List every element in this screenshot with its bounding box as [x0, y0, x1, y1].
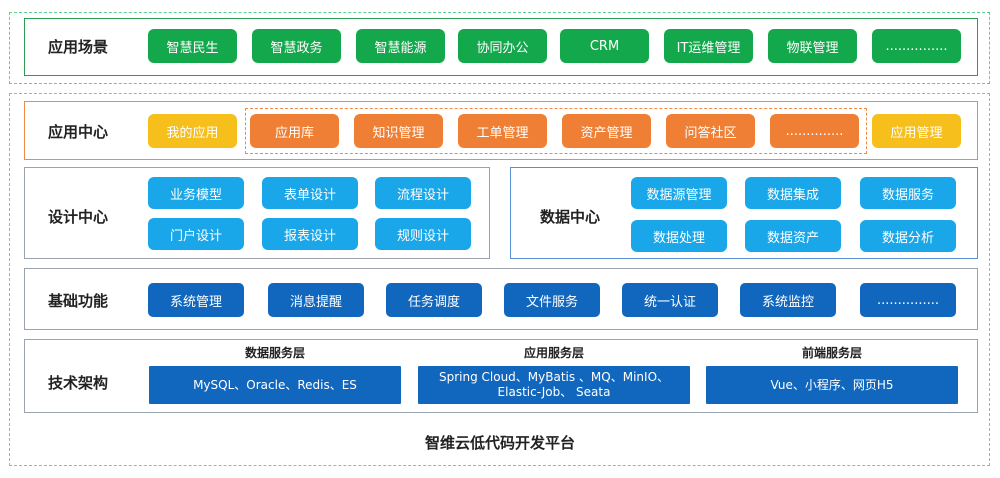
scenario-smart-energy[interactable]: 智慧能源: [356, 29, 445, 63]
rule-design-button[interactable]: 规则设计: [375, 218, 471, 250]
scenarios-label: 应用场景: [48, 37, 109, 56]
scenario-collaborative-office[interactable]: 协同办公: [458, 29, 547, 63]
app-library-button[interactable]: 应用库: [250, 114, 339, 148]
qa-community-button[interactable]: 问答社区: [666, 114, 755, 148]
portal-design-button[interactable]: 门户设计: [148, 218, 244, 250]
platform-outer-frame: [9, 93, 990, 466]
frontend-service-layer-box: Vue、小程序、网页H5: [706, 366, 958, 404]
scenario-it-ops[interactable]: IT运维管理: [664, 29, 753, 63]
design-center-label: 设计中心: [48, 207, 109, 226]
system-monitoring-button[interactable]: 系统监控: [740, 283, 836, 317]
data-service-layer-title: 数据服务层: [244, 346, 305, 360]
ticket-management-button[interactable]: 工单管理: [458, 114, 547, 148]
basic-functions-more-button[interactable]: ...............: [860, 283, 956, 317]
scenario-smart-livelihood[interactable]: 智慧民生: [148, 29, 237, 63]
unified-auth-button[interactable]: 统一认证: [622, 283, 718, 317]
data-asset-button[interactable]: 数据资产: [745, 220, 841, 252]
report-design-button[interactable]: 报表设计: [262, 218, 358, 250]
scenarios-outer-frame: [9, 12, 990, 84]
data-analysis-button[interactable]: 数据分析: [860, 220, 956, 252]
app-center-modules-group: [245, 108, 867, 154]
app-center-label: 应用中心: [48, 122, 109, 141]
form-design-button[interactable]: 表单设计: [262, 177, 358, 209]
scenario-more[interactable]: ...............: [872, 29, 961, 63]
system-management-button[interactable]: 系统管理: [148, 283, 244, 317]
data-processing-button[interactable]: 数据处理: [631, 220, 727, 252]
scenario-iot[interactable]: 物联管理: [768, 29, 857, 63]
app-service-layer-box: Spring Cloud、MyBatis 、MQ、MinIO、Elastic-J…: [418, 366, 690, 404]
scenario-crm[interactable]: CRM: [560, 29, 649, 63]
data-integration-button[interactable]: 数据集成: [745, 177, 841, 209]
app-service-layer-title: 应用服务层: [523, 346, 584, 360]
data-source-management-button[interactable]: 数据源管理: [631, 177, 727, 209]
platform-title: 智维云低代码开发平台: [424, 434, 575, 452]
process-design-button[interactable]: 流程设计: [375, 177, 471, 209]
data-center-label: 数据中心: [540, 207, 601, 226]
data-service-button[interactable]: 数据服务: [860, 177, 956, 209]
asset-management-button[interactable]: 资产管理: [562, 114, 651, 148]
file-service-button[interactable]: 文件服务: [504, 283, 600, 317]
business-model-button[interactable]: 业务模型: [148, 177, 244, 209]
task-scheduling-button[interactable]: 任务调度: [386, 283, 482, 317]
knowledge-management-button[interactable]: 知识管理: [354, 114, 443, 148]
tech-arch-label: 技术架构: [48, 373, 109, 392]
frontend-service-layer-title: 前端服务层: [801, 346, 862, 360]
my-apps-button[interactable]: 我的应用: [148, 114, 237, 148]
message-alert-button[interactable]: 消息提醒: [268, 283, 364, 317]
app-admin-button[interactable]: 应用管理: [872, 114, 961, 148]
scenario-smart-government[interactable]: 智慧政务: [252, 29, 341, 63]
data-service-layer-box: MySQL、Oracle、Redis、ES: [149, 366, 401, 404]
basic-functions-label: 基础功能: [48, 291, 109, 310]
app-center-more-button[interactable]: ..............: [770, 114, 859, 148]
